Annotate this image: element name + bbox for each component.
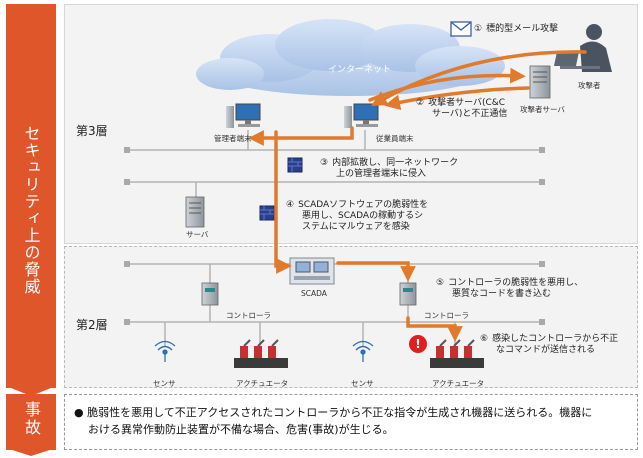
step-number: ③: [320, 158, 329, 168]
layer3-label: 第3層: [76, 124, 108, 138]
attack-arrow-actuator: [406, 316, 463, 342]
cloud-icon: [196, 19, 505, 96]
layer2-panel: [64, 246, 638, 388]
attack-arrow-controller: [336, 261, 416, 282]
step-text: 感染したコントローラから不正: [492, 334, 619, 344]
controller-icon: [201, 282, 219, 306]
alert-icon: [409, 335, 427, 353]
step-text: コントローラの脆弱性を悪用し、: [448, 278, 584, 288]
step-number: ④: [286, 200, 295, 210]
sensor-icon: [154, 340, 176, 362]
threat-banner-label: セキュリティ上の脅威: [21, 125, 41, 295]
server-label: サーバ: [186, 230, 209, 239]
incident-banner-label: 事故: [22, 401, 41, 437]
scada-label: SCADA: [301, 289, 327, 298]
scada-icon: [289, 257, 335, 285]
attack-arrow-cc: [368, 67, 526, 102]
step-number: ②: [416, 98, 425, 108]
step-text: なコマンドが送信される: [496, 345, 596, 355]
sensor-right-label: センサ: [351, 379, 374, 388]
sensor-left-label: センサ: [153, 379, 176, 388]
controller-icon: [399, 282, 417, 306]
incident-line-2: おける異常作動防止装置が不備な場合、危害(事故)が生じる。: [88, 423, 394, 436]
attacker-label: 攻撃者: [578, 81, 601, 90]
step-number: ⑤: [436, 278, 445, 288]
incident-description: ● 脆弱性を悪用して不正アクセスされたコントローラから不正な指令が生成され機器に…: [74, 404, 634, 438]
attack-arrow-spread: [248, 126, 354, 146]
controller-right-label: コントローラ: [424, 311, 469, 320]
pc-icon: [226, 103, 261, 128]
controller-left-label: コントローラ: [226, 311, 271, 320]
internet-label: インターネット: [328, 65, 392, 75]
step-number: ⑥: [480, 334, 489, 344]
step-text: 内部拡散し、同一ネットワーク: [332, 158, 459, 168]
server-icon: [529, 65, 551, 99]
step-text: ステムにマルウェアを感染: [302, 222, 410, 232]
pc-icon: [344, 103, 379, 128]
firewall-icon: [287, 157, 303, 173]
step-number: ①: [474, 24, 483, 34]
threat-banner-arrow: [6, 386, 56, 396]
actuator-icon: [430, 339, 484, 368]
step-text: 標的型メール攻撃: [486, 24, 559, 34]
step-text: 攻撃者サーバ(C&C: [428, 98, 506, 108]
attacker-server-label: 攻撃者サーバ: [520, 105, 565, 114]
firewall-icon: [259, 205, 275, 221]
step-text: SCADAソフトウェアの脆弱性を: [298, 200, 429, 210]
step-text: 悪質なコードを書き込む: [452, 289, 552, 299]
attacker-icon: [553, 24, 612, 72]
actuator-icon: [234, 339, 288, 368]
admin-terminal-label: 管理者端末: [214, 134, 252, 143]
actuator-right-label: アクチュエータ: [432, 379, 485, 388]
step-text: 上の管理者端末に侵入: [336, 169, 427, 179]
layer2-label: 第2層: [76, 318, 108, 332]
actuator-left-label: アクチュエータ: [236, 379, 289, 388]
alert-symbol: !: [415, 337, 421, 351]
incident-panel: [64, 394, 638, 450]
attack-arrow-scada: [274, 130, 292, 274]
sensor-icon: [352, 340, 374, 362]
incident-banner-arrow: [6, 448, 56, 456]
incident-banner: [6, 394, 56, 450]
mail-icon: [450, 21, 472, 37]
incident-line-1: 脆弱性を悪用して不正アクセスされたコントローラから不正な指令が生成され機器に送ら…: [87, 406, 593, 419]
step-text: サーバ)と不正通信: [432, 109, 508, 119]
server-icon: [185, 196, 205, 228]
threat-banner: [6, 4, 56, 388]
bullet: ●: [74, 406, 84, 419]
step-text: 悪用し、SCADAの稼動するシ: [302, 211, 424, 221]
employee-terminal-label: 従業員端末: [376, 134, 414, 143]
attack-arrow-cc-back: [384, 86, 530, 111]
